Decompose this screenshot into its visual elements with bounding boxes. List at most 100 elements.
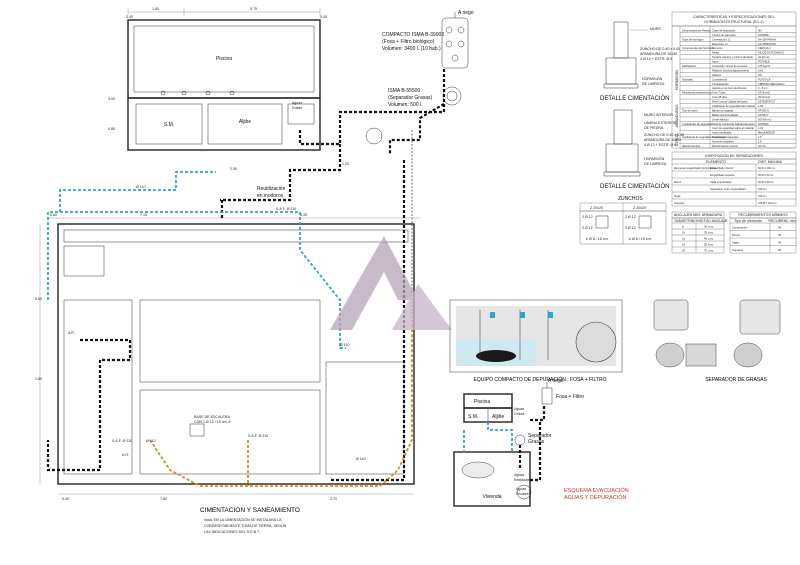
spec-title-2: HORMIGÓN ESTRUCTURAL (EC-2) bbox=[704, 19, 763, 24]
scheme-fecal-1: Aguas bbox=[516, 487, 526, 491]
spec-row-item: Cemento bbox=[712, 46, 723, 50]
grey-water-label-2: Grises bbox=[292, 106, 303, 110]
cim1-label-2: ARMADURA DE 30x30 bbox=[640, 52, 677, 56]
plan-note-3: LAS INDICACIONES DEL R.E.B.T. bbox=[204, 530, 260, 534]
dim-8: 0.60 bbox=[50, 213, 57, 217]
spec-row-item: Tamaño máximo y mínimo del árido bbox=[712, 55, 753, 59]
separator-row-distance: 50 Ø ó 50 cm bbox=[758, 180, 774, 184]
scheme-separator-2: Grasas bbox=[528, 439, 545, 445]
pipe-label-2: Ø 110 bbox=[340, 343, 350, 347]
spec-row-value: CEM II/A-V bbox=[758, 46, 771, 50]
zuncho-rebar-0: 2 Ø 12 bbox=[582, 215, 593, 219]
pipe-label-4: Ø 110 bbox=[146, 439, 156, 443]
dim-1: 1.00 bbox=[152, 7, 159, 11]
pool-label: Piscina bbox=[216, 56, 232, 62]
plan-footer: CIMENTACIÓN Y SANEAMIENTO Nota: EN LA CI… bbox=[200, 505, 300, 534]
spec-row-item: Estructura, Ci bbox=[712, 42, 728, 46]
zuncho-col-1: Z 20x20 bbox=[633, 206, 646, 210]
scheme-separator-1: Separador bbox=[528, 433, 552, 439]
cover-row-value: 40 bbox=[778, 226, 782, 230]
spec-row-item: Agua bbox=[712, 60, 719, 64]
cover-row-value: 30 bbox=[778, 248, 782, 252]
spec-row-item: Nivel de Control de Calidad del acero bbox=[712, 122, 756, 126]
separator-label-1: ISMA B-55500 bbox=[388, 88, 420, 94]
anchorage-row-length: 55 cms. bbox=[704, 243, 714, 247]
spec-row-item: Clase de exposición bbox=[712, 28, 736, 32]
grease-separator-section: SEPARADOR DE GRASAS bbox=[653, 299, 781, 383]
zuncho-rebar-3: 2 Ø 12 bbox=[625, 226, 636, 230]
spec-row-value: 275 kg/m3 bbox=[758, 64, 771, 68]
cover-header-1: RECUBRIM. mm bbox=[768, 219, 795, 223]
scheme-title-2: AGUAS Y DEPURACIÓN bbox=[564, 494, 626, 501]
spec-row-item: Aditivos bbox=[712, 73, 722, 77]
spec-row-value: 22-40 mm bbox=[758, 55, 770, 59]
spec-row-value: IIIA bbox=[758, 28, 762, 32]
spec-row-group: Recubrimientos bbox=[682, 144, 701, 148]
separator-row-distance: 100 cm bbox=[758, 187, 767, 191]
spec-row-item: Acero certificado bbox=[712, 131, 732, 135]
service-block bbox=[127, 97, 321, 151]
cim2-label-0: MURO INTERIOR bbox=[644, 113, 674, 117]
scheme-riego: A riego bbox=[548, 378, 564, 384]
spec-row-item: Coeficiente de seguridad del material bbox=[712, 104, 755, 108]
anchorage-row-length: 70 cms. bbox=[704, 249, 714, 253]
dim-0: 0.40 bbox=[126, 15, 133, 19]
plan-riego-label: A riego bbox=[458, 10, 474, 16]
spec-row-item: Consistencia bbox=[712, 77, 727, 81]
compact-unit-section bbox=[449, 299, 623, 373]
zunchos-title: ZUNCHOS bbox=[618, 196, 643, 202]
separator-row-position: Emparrillado inferior bbox=[710, 166, 733, 170]
dim-3: 0.40 bbox=[320, 15, 327, 19]
separator-label-3: Volumen: 500 l. bbox=[388, 102, 422, 108]
separator-row-distance: 100 cm bbox=[758, 194, 767, 198]
spec-row-value: 1.6 bbox=[758, 135, 762, 139]
scheme-fecal-2: Fecales bbox=[516, 492, 529, 496]
orange-pipe-run bbox=[149, 320, 413, 487]
pipe-label-5: S.A.F. Ø 110 bbox=[248, 434, 268, 438]
foundation-plan: Piscina S.M. Aljibe Aguas Grises 0.40 1.… bbox=[35, 7, 474, 501]
zuncho-col-0: Z 20x20 bbox=[590, 206, 603, 210]
spec-row-item: A los 7 días bbox=[712, 91, 726, 95]
cyan-pipe-run bbox=[47, 171, 346, 349]
manhole-symbol bbox=[365, 127, 383, 145]
separators-header-0: ELEMENTO bbox=[706, 160, 726, 164]
spec-side-0: HORMIGÓN bbox=[674, 70, 679, 91]
stair-base-label-2: CON 1 Ø 12 / 15 cm. # bbox=[194, 420, 231, 424]
cim1-title: DETALLE CIMENTACIÓN bbox=[600, 95, 669, 102]
anchorage-row-diameter: 16 bbox=[682, 243, 686, 247]
compact-unit-symbol bbox=[441, 17, 469, 69]
spec-row-value: NO bbox=[758, 73, 762, 77]
spec-row-item: Acciones permanentes bbox=[712, 135, 739, 139]
separator-row-distance: 100 Ø ó 200 cm bbox=[758, 201, 776, 205]
spec-row-value: ESTADÍSTICO bbox=[758, 100, 775, 104]
pipe-label-0: Ø 110 bbox=[136, 185, 146, 189]
scheme-aljibe: Aljibe bbox=[492, 414, 504, 420]
separator-row-distance: 50 Ø ó 100 cm bbox=[758, 166, 775, 170]
cover-table: RECUBRIMIENTOS MÍNIMOS Tipo de elemento … bbox=[729, 211, 797, 254]
compact-label-3: Volumen: 3400 l. (10 hab.) bbox=[382, 46, 441, 52]
cim2-label-1: LÁMINA EXTERIOR bbox=[644, 121, 677, 125]
spec-row-group: Tipo de acero bbox=[682, 108, 698, 112]
spec-row-group: Componentes del hormigón bbox=[682, 46, 714, 50]
scheme-pool: Piscina bbox=[474, 399, 490, 405]
spec-row-item: Asiento en el cono de Abrams bbox=[712, 86, 747, 90]
cim2-label-4: ARMADURA DE 30x30 bbox=[644, 138, 681, 142]
foundation-detail-1: MURO ZUNCHO DE 0.40 x 0.40 ARMADURA DE 3… bbox=[600, 21, 680, 102]
spec-row-item: A los 28 días bbox=[712, 95, 728, 99]
sm-label: S.M. bbox=[164, 122, 174, 128]
dim-15: 3.70 bbox=[330, 497, 337, 501]
foundation-detail-2: MURO INTERIOR LÁMINA EXTERIOR DE PIEDRA … bbox=[600, 109, 684, 190]
spec-row-group: Coeficientes de seguridad bbox=[682, 122, 713, 126]
spec-row-item: Mallas electrosoldadas bbox=[712, 113, 739, 117]
cim2-label-3: ZUNCHO DE 0.40 x 0.40 bbox=[644, 133, 684, 137]
dim-13: 0.40 bbox=[62, 497, 69, 501]
spec-row-item: Cimentación, Ci bbox=[712, 37, 731, 41]
separator-row-element: Muros bbox=[674, 180, 682, 184]
concrete-spec-table: CARACTERÍSTICAS Y ESPECIFICACIONES DEL H… bbox=[671, 11, 797, 149]
stair-base-label-1: BASE DE ESCALERA bbox=[194, 415, 230, 419]
compact-label-1: COMPACTO ISMA B-39003 bbox=[382, 32, 444, 38]
spec-row-value: NORMAL bbox=[758, 122, 770, 126]
separators-header-1: DIST. MÁXIMA bbox=[758, 160, 783, 164]
